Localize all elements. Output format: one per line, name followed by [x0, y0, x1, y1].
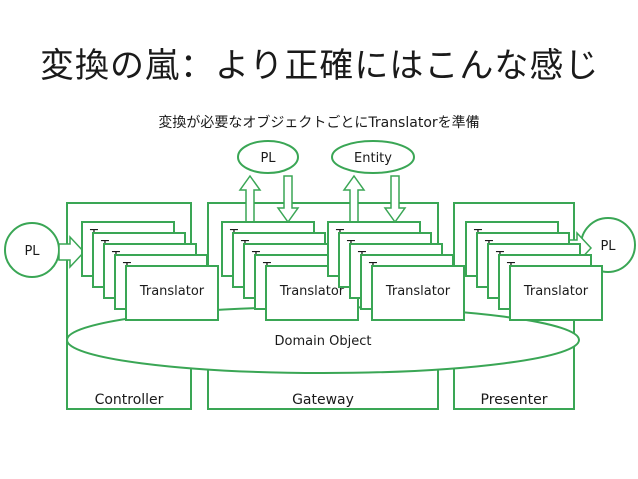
slide-title: 変換の嵐：より正確にはこんな感じ [40, 46, 600, 86]
translator-label: Translator [523, 284, 589, 299]
translator-label: Translator [385, 284, 451, 299]
arrow-down-entity [383, 175, 407, 224]
entity-top-node [331, 140, 415, 174]
translator-card [509, 265, 603, 321]
entity-top-label: Entity [354, 151, 392, 166]
translator-label: Translator [279, 284, 345, 299]
arrow-pl-to-controller [58, 235, 86, 269]
translator-label: Translator [139, 284, 205, 299]
pl-top-label: PL [260, 151, 276, 166]
arrow-down-pl [276, 175, 300, 224]
arrow-up-pl [238, 174, 262, 224]
translator-card [371, 265, 465, 321]
pl-left-label: PL [24, 244, 40, 259]
controller-label: Controller [95, 392, 164, 408]
gateway-label: Gateway [292, 392, 354, 408]
pl-right-label: PL [600, 239, 616, 254]
domain-object-label: Domain Object [275, 334, 372, 349]
presenter-label: Presenter [481, 392, 548, 408]
translator-card [125, 265, 219, 321]
slide-subtitle: 変換が必要なオブジェクトごとにTranslatorを準備 [158, 115, 480, 131]
pl-top-node [237, 140, 299, 174]
arrow-up-entity [342, 174, 366, 224]
